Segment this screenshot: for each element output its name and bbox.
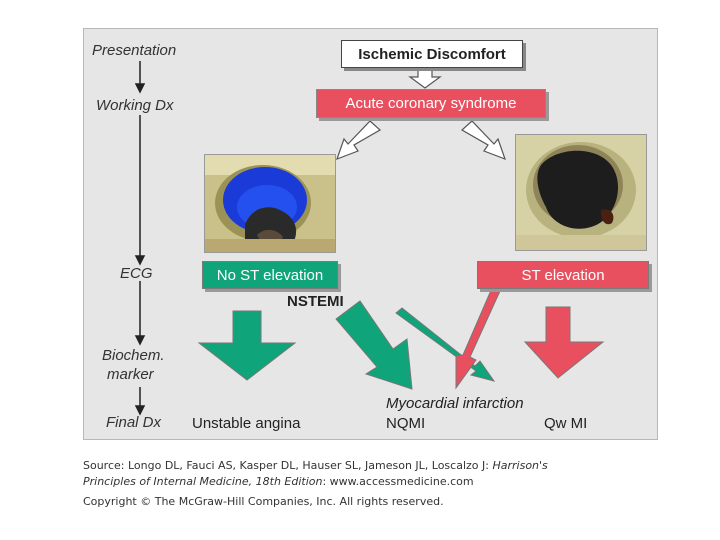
figure-caption: Source: Longo DL, Fauci AS, Kasper DL, H… [83,458,643,510]
st-elevation-box: ST elevation [477,261,649,289]
no-st-elevation-box: No ST elevation [202,261,338,289]
stage-biochem-line2: marker [107,366,154,383]
book-title-part2: Principles of Internal Medicine, 18th Ed… [83,475,323,488]
copyright-line: Copyright © The McGraw-Hill Companies, I… [83,495,444,508]
stage-biochem-line1: Biochem. [102,347,165,364]
diagram-arrows [134,61,605,416]
book-title-part1: Harrison's [492,459,548,472]
green-arrow-nqmi [335,300,413,390]
acs-flow-diagram: Presentation Working Dx ECG Biochem. mar… [83,28,658,440]
stage-ecg: ECG [120,265,153,282]
stage-presentation: Presentation [92,42,177,59]
nstemi-label: NSTEMI [287,293,344,310]
source-line-2: Principles of Internal Medicine, 18th Ed… [83,474,643,490]
hollow-arrow-right [460,120,506,161]
outcome-qw-mi: Qw MI [544,415,588,432]
red-arrow-qwmi [523,306,605,379]
outcome-myocardial-infarction: Myocardial infarction [386,395,524,412]
source-prefix: Source: Longo DL, Fauci AS, Kasper DL, H… [83,459,489,472]
stage-working-dx: Working Dx [96,97,174,114]
acs-box: Acute coronary syndrome [316,89,546,118]
stage-final-dx: Final Dx [106,414,162,431]
source-url: : www.accessmedicine.com [322,475,474,488]
angiography-image-total-occlusion [515,134,647,251]
hollow-arrow-left [336,120,382,161]
red-arrow-mi [455,287,501,390]
angiography-image-partial-occlusion [204,154,336,253]
outcome-nqmi: NQMI [386,415,426,432]
ischemic-discomfort-box: Ischemic Discomfort [341,40,523,68]
source-line: Source: Longo DL, Fauci AS, Kasper DL, H… [83,458,643,474]
green-arrow-unstable-angina [197,310,297,381]
hollow-arrow-to-acs [408,66,442,89]
outcome-unstable-angina: Unstable angina [192,415,301,432]
